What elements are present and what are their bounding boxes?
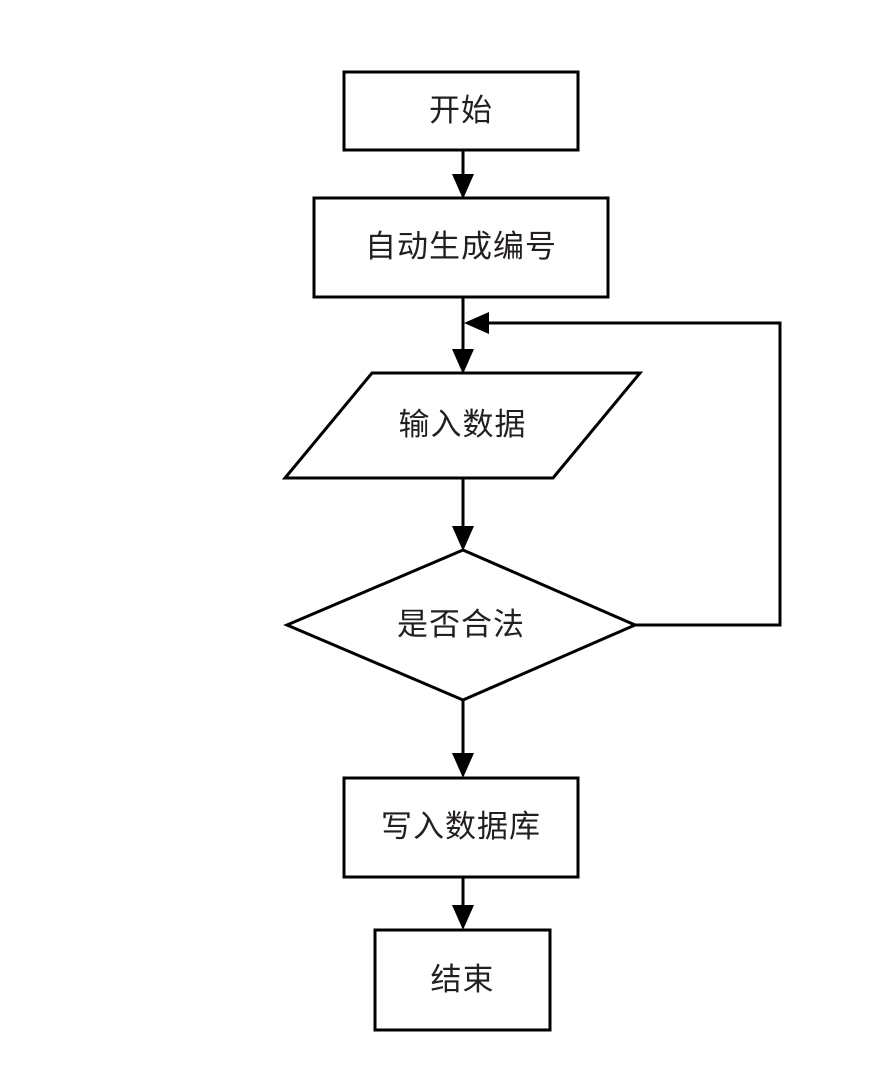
node-decide-label: 是否合法: [397, 606, 525, 643]
edge-gennum-to-input: [452, 297, 474, 374]
node-input-label: 输入数据: [398, 407, 527, 443]
node-gennum-shape[interactable]: [312, 196, 610, 299]
node-write-label: 写入数据库: [381, 809, 541, 845]
edge-write-to-end: [452, 877, 474, 930]
node-write-shape[interactable]: [342, 776, 580, 879]
node-start-label: 开始: [429, 92, 493, 129]
node-end-label: 结束: [430, 961, 495, 998]
node-input-shape[interactable]: [281, 371, 644, 480]
node-end-shape[interactable]: [373, 928, 552, 1032]
edge-start-to-gennum: [452, 150, 474, 199]
node-gennum-label: 自动生成编号: [365, 229, 557, 265]
node-decide-shape[interactable]: [283, 548, 639, 702]
edge-input-to-decide: [452, 478, 474, 551]
edge-decide-to-write: [452, 700, 474, 778]
node-start-shape[interactable]: [342, 70, 580, 152]
edge-decide-loopback-to-input: [464, 312, 782, 627]
